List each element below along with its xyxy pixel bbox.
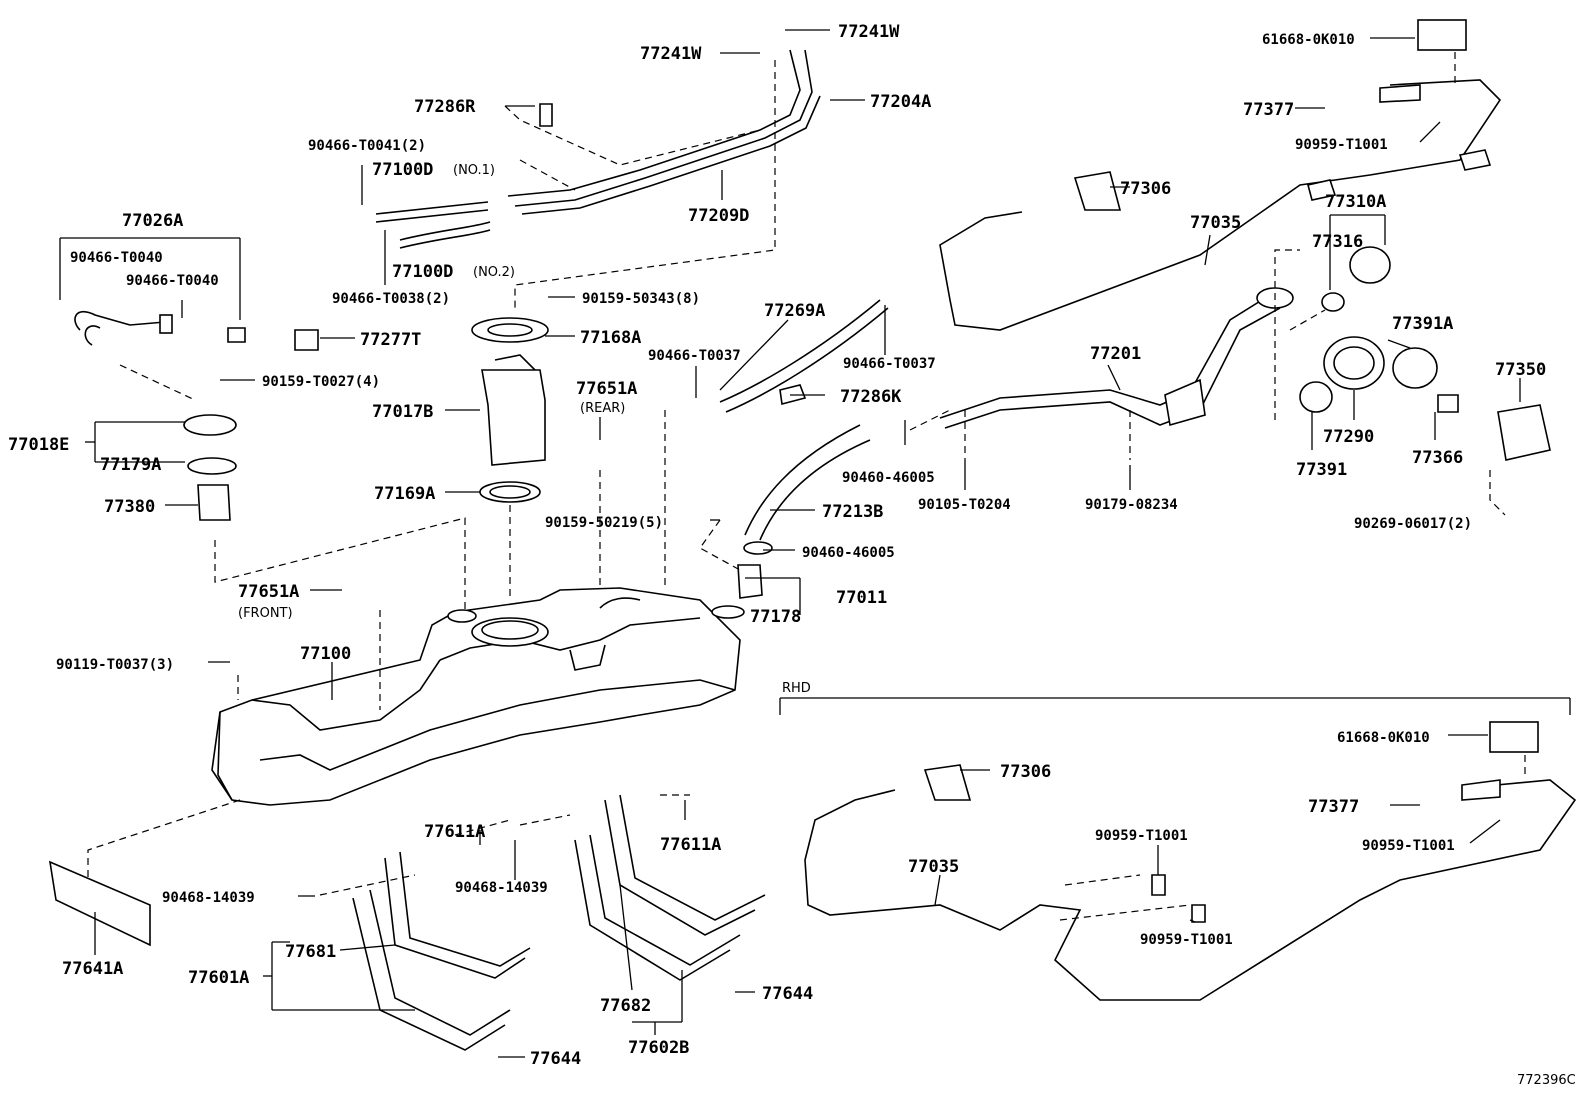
label-77391: 77391 <box>1296 460 1347 480</box>
label-77179a: 77179A <box>100 455 161 475</box>
label-rhd-90959-t1001-a: 90959-T1001 <box>1095 828 1188 844</box>
rhd-cable-drawing <box>804 721 1577 1001</box>
label-90466-t0037-a: 90466-T0037 <box>648 348 741 364</box>
label-77201: 77201 <box>1090 344 1141 364</box>
part-labels: 77241W 77241W 77204A 77286R 90466-T0041(… <box>8 22 1576 1088</box>
dashed-reference-lines <box>87 52 1526 921</box>
fuel-cap-drawing <box>1299 19 1551 461</box>
label-77204a: 77204A <box>870 92 931 112</box>
label-77035: 77035 <box>1190 213 1241 233</box>
diagram-code: 772396C <box>1517 1073 1576 1088</box>
opener-cable-drawing <box>939 79 1502 331</box>
fuel-pump-drawing <box>471 317 549 503</box>
label-90466-t0037-b: 90466-T0037 <box>843 356 936 372</box>
label-77601a: 77601A <box>188 968 249 988</box>
label-90466-t0038: 90466-T0038(2) <box>332 291 450 307</box>
label-90159-50219: 90159-50219(5) <box>545 515 663 531</box>
label-77602b: 77602B <box>628 1038 689 1058</box>
label-77100d-no1-sub: (NO.1) <box>453 163 495 178</box>
label-77100: 77100 <box>300 644 351 664</box>
label-77168a: 77168A <box>580 328 641 348</box>
label-90466-t0040-a: 90466-T0040 <box>70 250 163 266</box>
label-90468-14039-right: 90468-14039 <box>455 880 548 896</box>
label-rhd-90959-t1001-c: 90959-T1001 <box>1140 932 1233 948</box>
label-77651a-rear-sub: (REAR) <box>580 401 625 416</box>
label-90119-t0037: 90119-T0037(3) <box>56 657 174 673</box>
label-77018e: 77018E <box>8 435 69 455</box>
label-77377: 77377 <box>1243 100 1294 120</box>
label-77644-left: 77644 <box>530 1049 581 1069</box>
label-77286k: 77286K <box>840 387 902 407</box>
label-rhd-90959-t1001-b: 90959-T1001 <box>1362 838 1455 854</box>
label-90179-08234: 90179-08234 <box>1085 497 1178 513</box>
label-90466-t0040-b: 90466-T0040 <box>126 273 219 289</box>
label-77681: 77681 <box>285 942 336 962</box>
label-90159-t0027: 90159-T0027(4) <box>262 374 380 390</box>
label-77241w: 77241W <box>640 44 702 64</box>
tank-straps-drawing <box>48 794 766 1051</box>
label-77241w-top: 77241W <box>838 22 900 42</box>
label-rhd-61668-0k010: 61668-0K010 <box>1337 730 1430 746</box>
fuel-lines-drawing <box>375 49 821 249</box>
label-77178: 77178 <box>750 607 801 627</box>
label-77011: 77011 <box>836 588 887 608</box>
label-77316: 77316 <box>1312 232 1363 252</box>
label-77026a: 77026A <box>122 211 183 231</box>
left-subassembly-drawing <box>74 310 319 521</box>
label-77391a: 77391A <box>1392 314 1453 334</box>
label-77100d-no2: 77100D <box>392 262 453 282</box>
label-61668-0k010: 61668-0K010 <box>1262 32 1355 48</box>
label-77651a-rear: 77651A <box>576 379 637 399</box>
label-90466-t0041: 90466-T0041(2) <box>308 138 426 154</box>
label-rhd-77035: 77035 <box>908 857 959 877</box>
label-77100d-no2-sub: (NO.2) <box>473 265 515 280</box>
label-77100d-no1: 77100D <box>372 160 433 180</box>
label-77277t: 77277T <box>360 330 421 350</box>
label-77286r: 77286R <box>414 97 476 117</box>
label-77310a: 77310A <box>1325 192 1386 212</box>
label-77644-right: 77644 <box>762 984 813 1004</box>
label-77269a: 77269A <box>764 301 825 321</box>
label-77213b: 77213B <box>822 502 883 522</box>
label-77380: 77380 <box>104 497 155 517</box>
filler-pipe-drawing <box>939 287 1294 429</box>
label-rhd-77306: 77306 <box>1000 762 1051 782</box>
label-90460-46005-b: 90460-46005 <box>802 545 895 561</box>
label-90105-t0204: 90105-T0204 <box>918 497 1011 513</box>
label-rhd: RHD <box>782 681 811 696</box>
label-77641a: 77641A <box>62 959 123 979</box>
label-77682: 77682 <box>600 996 651 1016</box>
label-77651a-front-sub: (FRONT) <box>238 606 293 621</box>
label-77306: 77306 <box>1120 179 1171 199</box>
label-rhd-77377: 77377 <box>1308 797 1359 817</box>
hoses-drawing <box>711 299 889 619</box>
label-90159-50343: 90159-50343(8) <box>582 291 700 307</box>
fuel-tank-drawing <box>211 587 741 806</box>
label-77651a-front: 77651A <box>238 582 299 602</box>
label-90269-06017: 90269-06017(2) <box>1354 516 1472 532</box>
leader-lines <box>59 29 1571 1058</box>
label-77611a-left: 77611A <box>424 822 485 842</box>
label-77350: 77350 <box>1495 360 1546 380</box>
label-77169a: 77169A <box>374 484 435 504</box>
label-90468-14039-left: 90468-14039 <box>162 890 255 906</box>
label-90959-t1001: 90959-T1001 <box>1295 137 1388 153</box>
label-77290: 77290 <box>1323 427 1374 447</box>
label-77017b: 77017B <box>372 402 433 422</box>
label-77611a-right: 77611A <box>660 835 721 855</box>
label-77366: 77366 <box>1412 448 1463 468</box>
label-77209d: 77209D <box>688 206 749 226</box>
label-90460-46005-a: 90460-46005 <box>842 470 935 486</box>
